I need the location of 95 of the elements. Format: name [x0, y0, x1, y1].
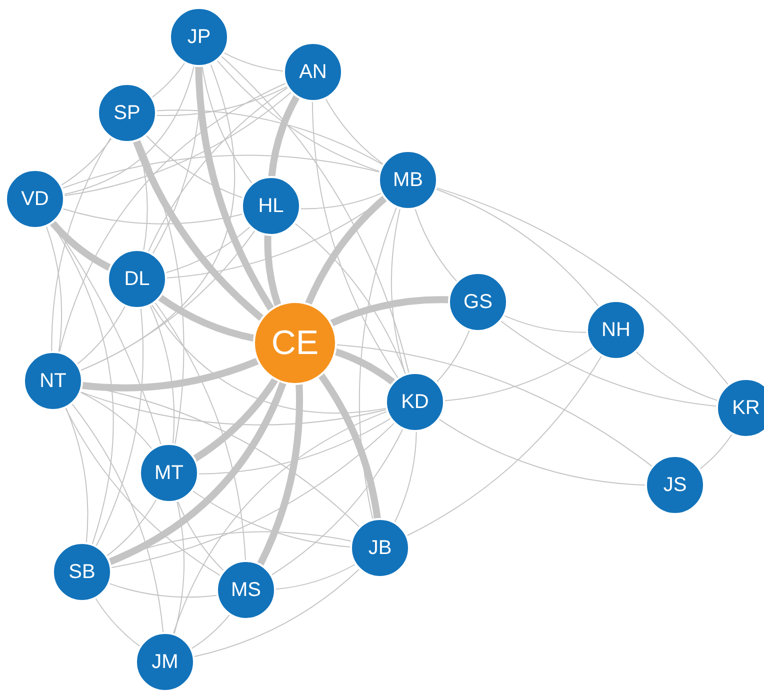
link-line	[151, 62, 186, 98]
link-line	[192, 377, 278, 462]
link-line	[216, 59, 381, 172]
link-line	[108, 582, 218, 598]
link-line	[174, 500, 184, 635]
link-line	[62, 154, 381, 189]
link-line	[220, 55, 410, 374]
link-line	[312, 100, 399, 379]
network-node: AN	[283, 42, 343, 102]
link-line	[177, 500, 224, 572]
link-line	[198, 418, 392, 474]
link-line	[80, 230, 256, 372]
link-line	[223, 52, 284, 72]
link-line	[256, 384, 303, 566]
link-line	[106, 498, 157, 557]
network-node: KD	[385, 372, 445, 432]
link-line	[154, 302, 246, 562]
link-line	[324, 98, 384, 165]
link-line	[76, 305, 126, 365]
link-line	[64, 406, 222, 576]
link-line	[500, 320, 718, 407]
link-line	[274, 564, 356, 590]
link-line	[138, 138, 184, 446]
link-line	[71, 402, 164, 634]
link-line	[49, 220, 112, 272]
network-node: GS	[448, 272, 508, 332]
link-line	[79, 391, 388, 426]
link-line	[51, 136, 112, 352]
link-line	[304, 195, 388, 306]
link-line	[79, 391, 153, 450]
network-node: NT	[23, 351, 83, 411]
link-line	[294, 222, 406, 375]
link-line	[334, 348, 396, 386]
link-line	[164, 226, 251, 274]
link-line	[62, 208, 244, 224]
link-line	[299, 192, 383, 210]
link-line	[330, 296, 450, 327]
link-line	[336, 344, 653, 468]
link-line	[435, 188, 600, 308]
link-line	[94, 597, 141, 648]
link-line	[60, 137, 112, 186]
link-line	[270, 428, 404, 576]
link-line	[63, 91, 292, 196]
link-line	[390, 207, 406, 376]
link-line	[202, 65, 253, 184]
network-node: HL	[241, 176, 301, 236]
network-node: MS	[216, 560, 276, 620]
network-node: NH	[586, 300, 646, 360]
network-node: DL	[107, 249, 167, 309]
link-line	[172, 410, 388, 635]
link-line	[635, 350, 718, 402]
link-line	[58, 82, 287, 354]
link-line	[150, 304, 175, 445]
link-line	[108, 381, 287, 566]
network-node: SP	[97, 83, 157, 143]
link-line	[359, 206, 398, 520]
network-node: JS	[645, 455, 705, 515]
link-line	[436, 187, 729, 386]
link-line	[158, 294, 256, 342]
network-node: MB	[378, 150, 438, 210]
link-line	[145, 134, 244, 198]
link-line	[192, 490, 352, 548]
link-line	[132, 139, 264, 322]
link-line	[414, 208, 458, 282]
network-node: VD	[5, 169, 65, 229]
network-node: JB	[350, 518, 410, 578]
link-line	[148, 86, 289, 253]
network-node: KR	[716, 378, 764, 438]
network-node: JM	[135, 632, 195, 692]
link-line	[65, 406, 88, 544]
link-line	[264, 234, 282, 307]
link-line	[438, 418, 646, 486]
link-line	[46, 225, 62, 354]
link-line	[190, 614, 230, 650]
link-line	[503, 314, 588, 333]
link-line	[406, 354, 602, 536]
link-line	[444, 347, 594, 402]
network-node: SB	[52, 542, 112, 602]
link-line	[318, 372, 381, 520]
link-line	[268, 94, 300, 178]
link-line	[110, 422, 396, 568]
network-node: CE	[253, 301, 337, 385]
link-line	[195, 66, 274, 312]
link-line	[155, 110, 384, 166]
link-line	[155, 86, 288, 116]
link-line	[150, 304, 388, 414]
link-line	[394, 430, 417, 524]
link-line	[63, 65, 195, 195]
link-line	[436, 329, 470, 383]
network-node: JP	[169, 7, 229, 67]
link-line	[698, 433, 733, 470]
link-line	[193, 568, 360, 658]
network-node: MT	[139, 443, 199, 503]
link-line	[81, 358, 260, 392]
link-line	[95, 307, 144, 548]
